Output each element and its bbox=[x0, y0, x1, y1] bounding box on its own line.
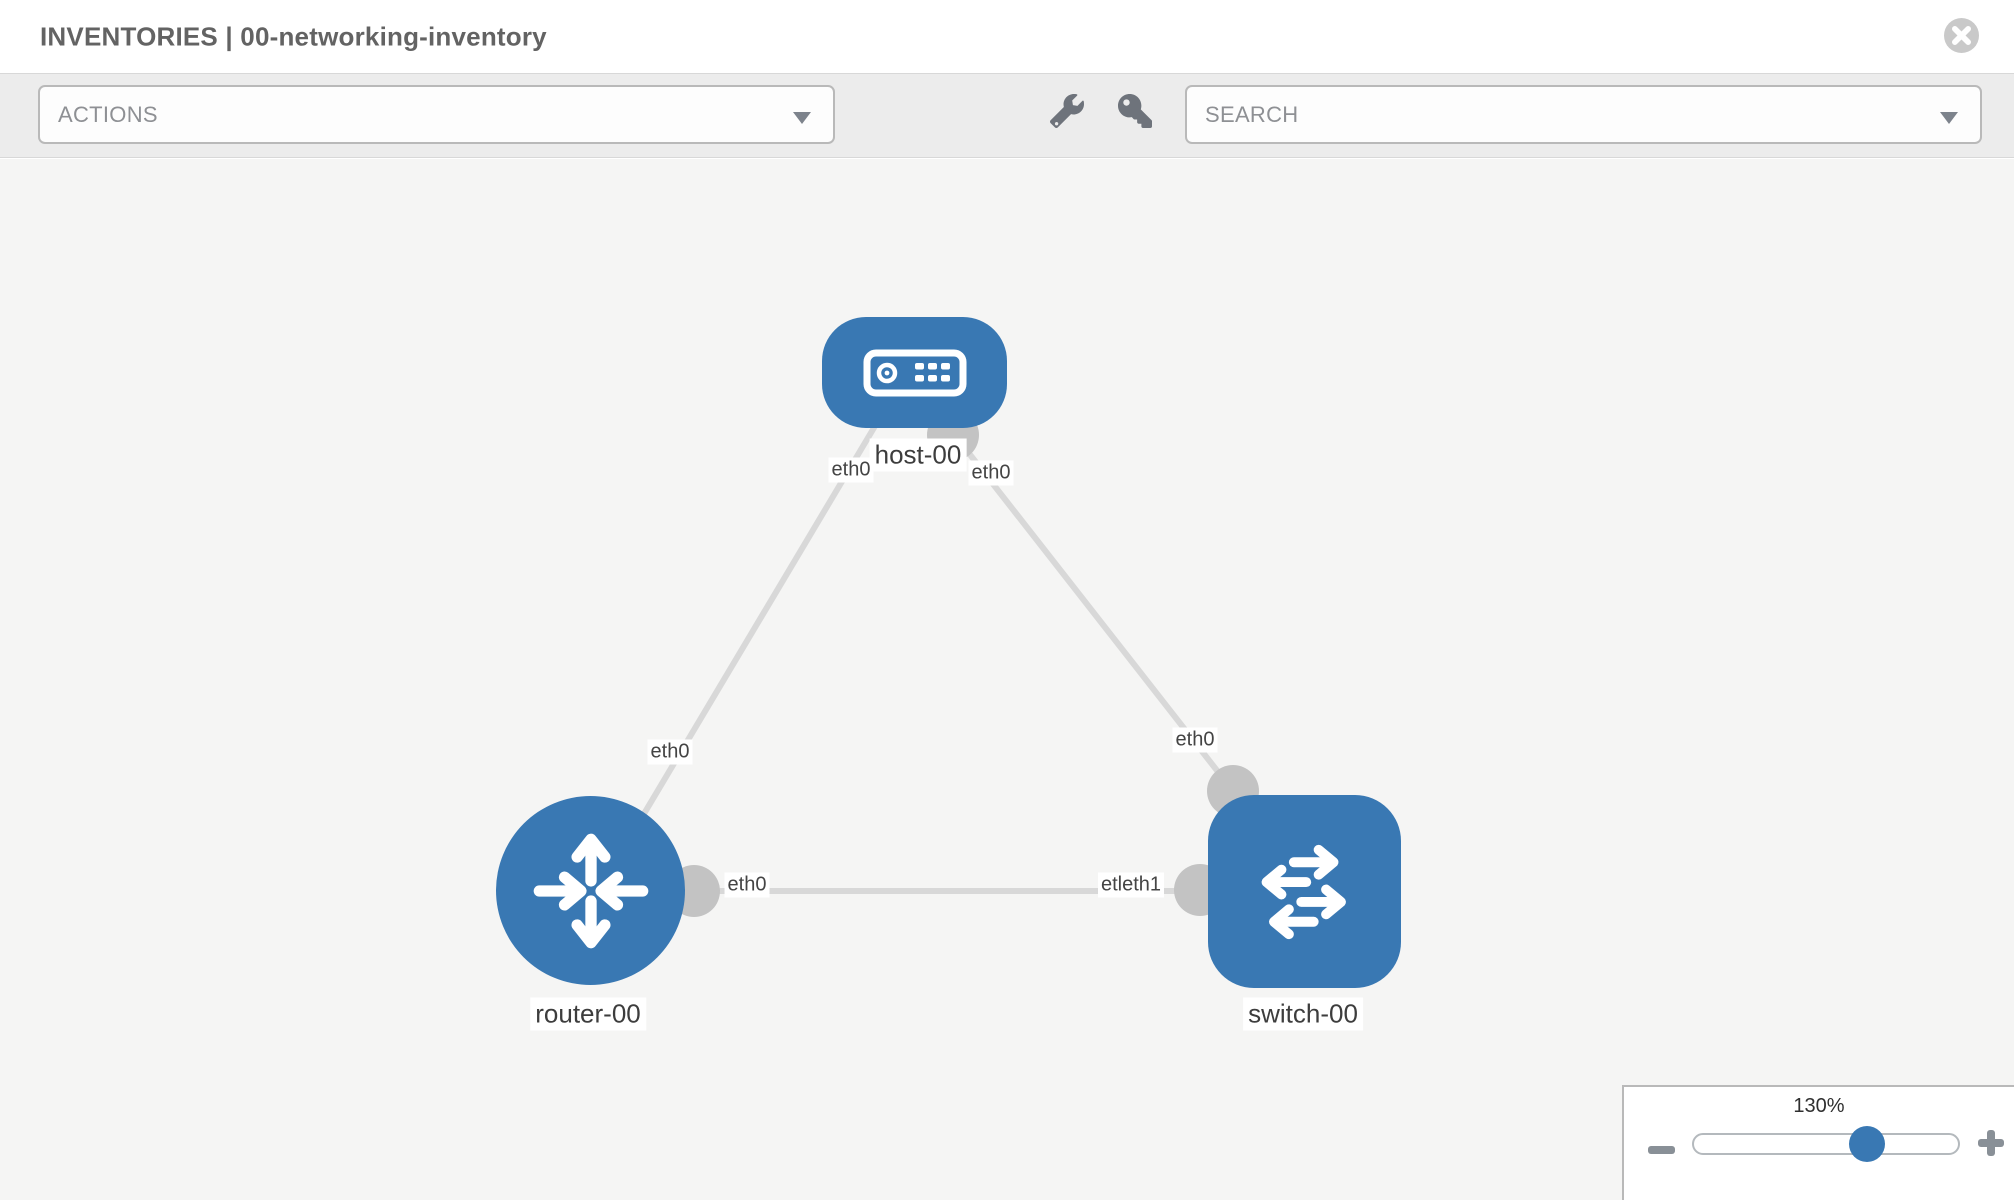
chevron-down-icon bbox=[793, 111, 811, 124]
chevron-down-icon bbox=[1940, 111, 1958, 124]
node-label-router: router-00 bbox=[530, 997, 646, 1031]
router-icon bbox=[533, 833, 648, 948]
node-label-switch: switch-00 bbox=[1243, 997, 1363, 1031]
actions-dropdown-label: ACTIONS bbox=[58, 101, 158, 127]
node-router-00[interactable] bbox=[496, 796, 685, 985]
toolbar: ACTIONS SEARCH bbox=[0, 73, 2014, 158]
topology-canvas[interactable]: host-00 router-00 switch-00 eth0 eth0 et… bbox=[0, 159, 2014, 1200]
interface-label-host-eth0-b: eth0 bbox=[968, 460, 1014, 486]
zoom-slider-track[interactable] bbox=[1692, 1126, 1960, 1162]
zoom-in-button[interactable] bbox=[1975, 1127, 2007, 1159]
actions-dropdown[interactable]: ACTIONS bbox=[38, 85, 835, 144]
plus-icon bbox=[1987, 1130, 1995, 1156]
switch-icon bbox=[1261, 844, 1346, 939]
page-title: INVENTORIES | 00-networking-inventory bbox=[40, 21, 547, 51]
interface-label-host-eth0-a: eth0 bbox=[828, 457, 874, 483]
header: INVENTORIES | 00-networking-inventory bbox=[0, 0, 2014, 73]
node-host-00[interactable] bbox=[822, 317, 1007, 428]
tools-button[interactable] bbox=[1044, 88, 1090, 134]
interface-label-router-eth0: eth0 bbox=[647, 739, 693, 765]
credentials-button[interactable] bbox=[1112, 88, 1158, 134]
switch-icon-node[interactable] bbox=[1208, 795, 1401, 988]
interface-label-overlap-front: eth1 bbox=[1122, 873, 1162, 896]
zoom-slider-thumb[interactable] bbox=[1849, 1126, 1885, 1162]
zoom-panel: 130% bbox=[1622, 1085, 2014, 1200]
search-dropdown[interactable]: SEARCH bbox=[1185, 85, 1982, 144]
topology-edges bbox=[595, 409, 1259, 917]
wrench-icon bbox=[1050, 94, 1084, 128]
interface-label-overlap-back: etl bbox=[1101, 873, 1123, 896]
interface-label-switch-eth1: etleth1 bbox=[1098, 872, 1165, 898]
key-icon bbox=[1118, 94, 1152, 128]
interface-label-switch-eth0: eth0 bbox=[1172, 727, 1218, 753]
zoom-out-button[interactable] bbox=[1648, 1131, 1680, 1159]
minus-icon bbox=[1648, 1146, 1675, 1154]
close-icon bbox=[1952, 26, 1971, 45]
interface-label-rs-eth0: eth0 bbox=[724, 872, 770, 898]
node-label-host: host-00 bbox=[869, 438, 967, 472]
search-dropdown-label: SEARCH bbox=[1205, 101, 1299, 127]
zoom-level: 130% bbox=[1793, 1095, 1845, 1117]
close-button[interactable] bbox=[1944, 18, 1979, 53]
host-icon bbox=[863, 349, 966, 396]
